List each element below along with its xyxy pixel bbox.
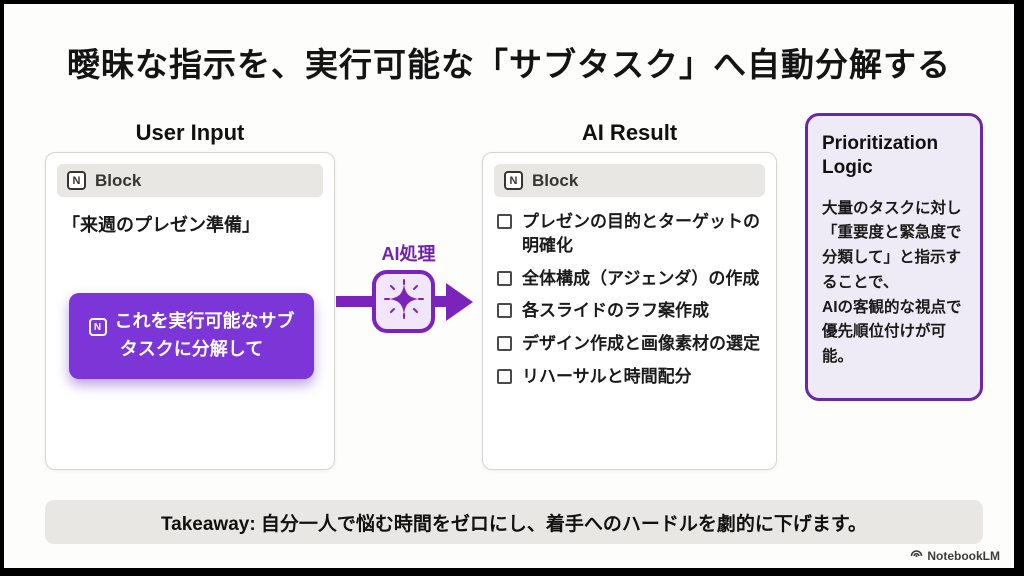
notion-n-icon: N bbox=[504, 171, 523, 190]
user-input-heading: User Input bbox=[135, 120, 245, 145]
brand-name: NotebookLM bbox=[927, 549, 1000, 563]
block-label: Block bbox=[532, 170, 579, 190]
slide: 曖昧な指示を、実行可能な「サブタスク」へ自動分解する User Input AI… bbox=[4, 4, 1014, 568]
subtask-checklist: プレゼンの目的とターゲットの明確化 全体構成（アジェンダ）の作成 各スライドのラ… bbox=[483, 197, 776, 389]
checklist-item: リハーサルと時間配分 bbox=[497, 365, 764, 389]
checklist-item-text: デザイン作成と画像素材の選定 bbox=[522, 334, 760, 354]
prompt-chip: N これを実行可能なサブタスクに分解して bbox=[69, 293, 314, 379]
checklist-item-text: リハーサルと時間配分 bbox=[522, 366, 692, 386]
ai-result-heading: AI Result bbox=[581, 120, 678, 145]
checklist-item: デザイン作成と画像素材の選定 bbox=[497, 332, 764, 356]
checklist-item: 各スライドのラフ案作成 bbox=[497, 299, 764, 323]
page-title: 曖昧な指示を、実行可能な「サブタスク」へ自動分解する bbox=[67, 46, 951, 83]
arrow-right-icon bbox=[446, 283, 473, 321]
ai-iconbox bbox=[372, 270, 435, 333]
prompt-chip-label: これを実行可能なサブタスクに分解して bbox=[114, 310, 295, 360]
notebooklm-logo-icon bbox=[910, 547, 923, 565]
checkbox-icon[interactable] bbox=[497, 270, 512, 286]
notion-n-icon: N bbox=[67, 171, 86, 190]
checkbox-icon[interactable] bbox=[497, 336, 512, 352]
prioritization-logic-body: 大量のタスクに対し「重要度と緊急度で分類して」と指示することで、 AIの客観的な… bbox=[822, 199, 962, 366]
brand-footer: NotebookLM bbox=[910, 547, 1000, 565]
sparkle-icon bbox=[383, 278, 425, 325]
ai-process-label: AI処理 bbox=[381, 244, 436, 264]
block-header: N Block bbox=[494, 164, 765, 197]
block-label: Block bbox=[95, 170, 142, 190]
checklist-item: 全体構成（アジェンダ）の作成 bbox=[497, 267, 764, 291]
ai-result-card: N Block プレゼンの目的とターゲットの明確化 全体構成（アジェンダ）の作成… bbox=[482, 152, 777, 470]
block-header: N Block bbox=[57, 164, 323, 197]
prompt-chip-text: N これを実行可能なサブタスクに分解して bbox=[83, 308, 300, 365]
checklist-item-text: 全体構成（アジェンダ）の作成 bbox=[522, 268, 760, 288]
takeaway-text: Takeaway: 自分一人で悩む時間をゼロにし、着手へのハードルを劇的に下げま… bbox=[160, 513, 868, 535]
checklist-item: プレゼンの目的とターゲットの明確化 bbox=[497, 210, 764, 258]
prioritization-logic-box: Prioritization Logic 大量のタスクに対し「重要度と緊急度で分… bbox=[805, 113, 983, 401]
notion-n-icon: N bbox=[88, 318, 107, 337]
checkbox-icon[interactable] bbox=[497, 368, 512, 384]
checklist-item-text: 各スライドのラフ案作成 bbox=[522, 301, 709, 321]
user-input-card: N Block 「来週のプレゼン準備」 N これを実行可能なサブタスクに分解して bbox=[45, 152, 335, 470]
takeaway-bar: Takeaway: 自分一人で悩む時間をゼロにし、着手へのハードルを劇的に下げま… bbox=[45, 500, 983, 544]
checklist-item-text: プレゼンの目的とターゲットの明確化 bbox=[522, 212, 760, 255]
checkbox-icon[interactable] bbox=[497, 303, 512, 319]
prioritization-logic-title: Prioritization Logic bbox=[822, 133, 939, 178]
user-input-text: 「来週のプレゼン準備」 bbox=[62, 215, 260, 235]
checkbox-icon[interactable] bbox=[497, 214, 512, 229]
